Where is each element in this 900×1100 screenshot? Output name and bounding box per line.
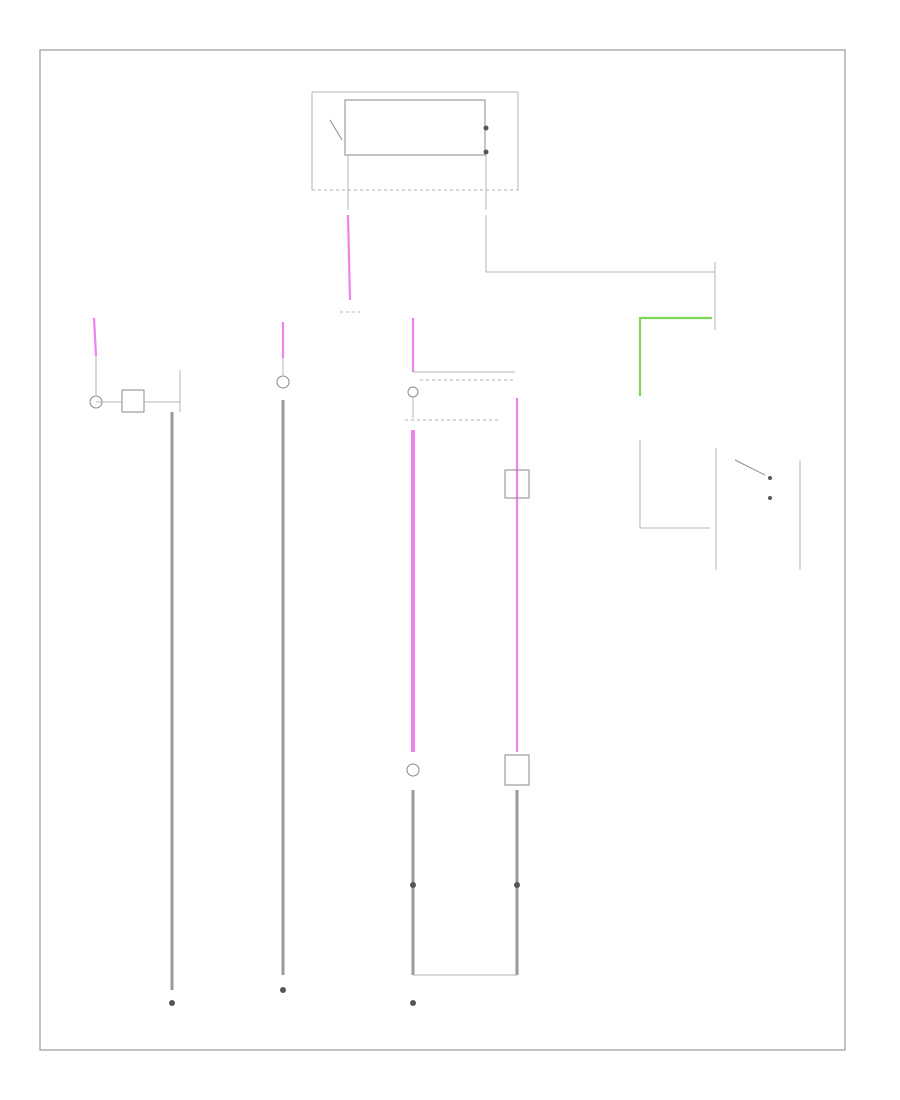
middle-circuit xyxy=(276,322,290,993)
right-module xyxy=(639,440,801,570)
wire-green xyxy=(638,316,712,396)
center-circuit xyxy=(405,318,530,1006)
diagram-frame xyxy=(39,49,846,1051)
relay-block xyxy=(311,91,519,210)
left-circuit xyxy=(89,317,181,1006)
wire-pink-relay-out xyxy=(346,214,352,301)
wire-relay-to-right xyxy=(485,215,715,273)
